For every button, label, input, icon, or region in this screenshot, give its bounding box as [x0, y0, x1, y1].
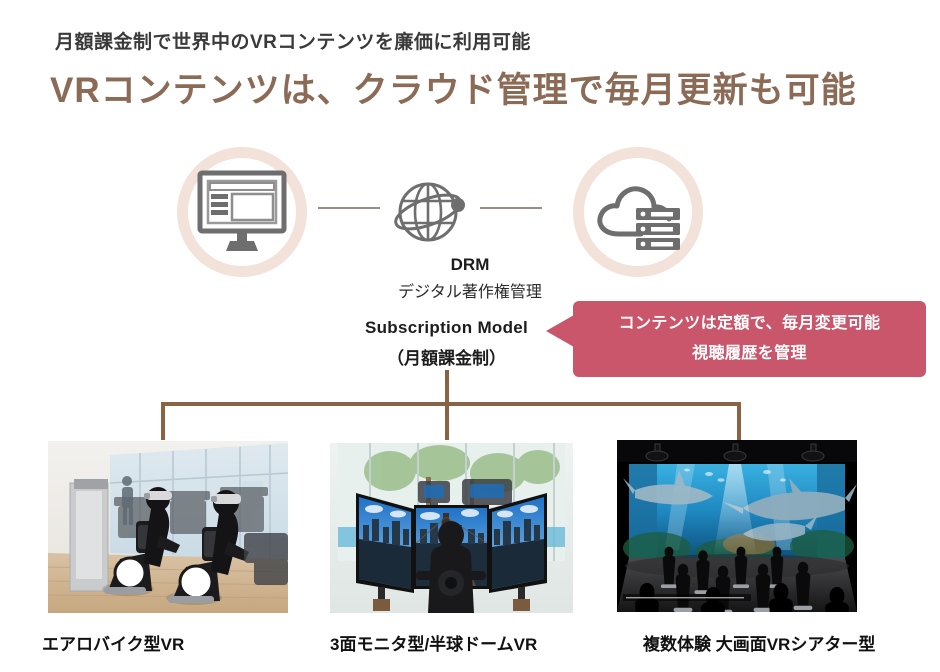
connector-drm-to-cloud	[480, 207, 542, 209]
cloud-server-icon	[589, 163, 687, 261]
product-photo-triple-monitor	[330, 443, 573, 613]
bracket-stem	[445, 370, 449, 404]
bracket-horizontal	[161, 402, 741, 406]
callout-line-2: 視聴履歴を管理	[692, 345, 807, 362]
callout-line-1: コンテンツは定額で、毎月変更可能	[618, 315, 881, 332]
monitor-icon	[193, 163, 291, 261]
callout-box: コンテンツは定額で、毎月変更可能 視聴履歴を管理	[573, 301, 926, 377]
drm-sublabel: デジタル著作権管理	[398, 284, 542, 301]
connector-client-to-drm	[318, 207, 380, 209]
drm-label: DRM	[450, 255, 490, 274]
bracket-drop-left	[161, 402, 165, 440]
slide-subtitle: 月額課金制で世界中のVRコンテンツを廉価に利用可能	[55, 32, 531, 53]
product-caption-3: 複数体験 大画面VRシアター型	[643, 635, 876, 654]
product-caption-2: 3面モニタ型/半球ドームVR	[330, 635, 538, 654]
product-photo-vr-theater	[617, 440, 857, 612]
bracket-drop-center	[445, 402, 449, 440]
page-title: VRコンテンツは、クラウド管理で毎月更新も可能	[50, 71, 857, 110]
subscription-model-label: Subscription Model	[364, 318, 529, 337]
bracket-drop-right	[737, 402, 741, 440]
subscription-model-sublabel: （月額課金制）	[387, 349, 506, 368]
globe-icon	[385, 168, 475, 258]
callout-arrow	[546, 315, 574, 347]
product-caption-1: エアロバイク型VR	[42, 635, 185, 654]
product-photo-aerobike	[48, 441, 288, 613]
